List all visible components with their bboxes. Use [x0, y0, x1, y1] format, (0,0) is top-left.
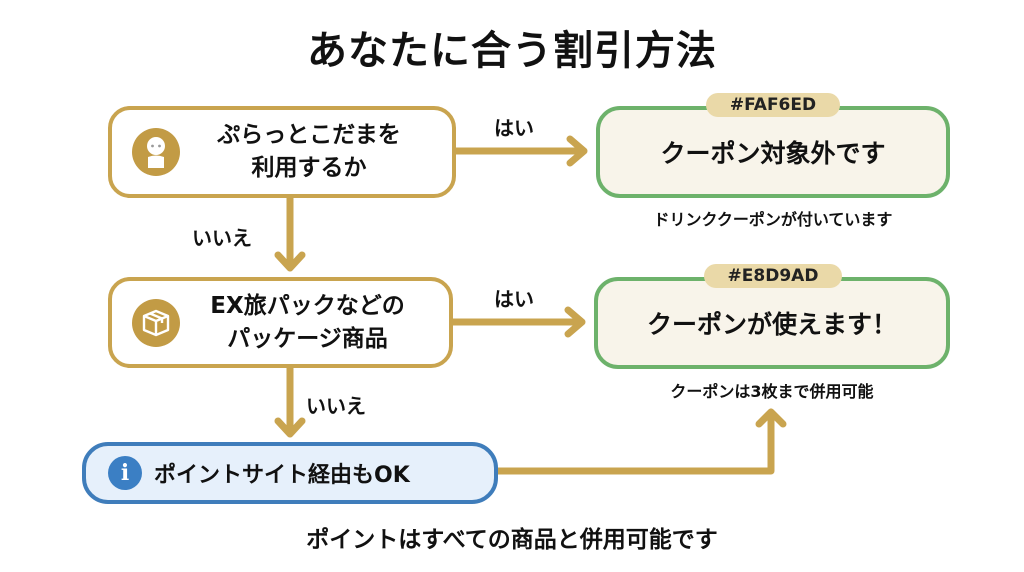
question-node-kodama: ぷらっとこだまを 利用するか [108, 106, 456, 198]
color-badge: #E8D9AD [704, 264, 842, 288]
info-icon: i [108, 456, 142, 490]
edge-label-q1-yes: はい [494, 116, 534, 140]
result-note: ドリンククーポンが付いています [653, 210, 893, 229]
result-node-not-eligible: クーポン対象外です [596, 106, 950, 198]
arrow-info-to-r2 [493, 408, 787, 475]
question-node-package: EX旅パックなどの パッケージ商品 [108, 277, 453, 368]
edge-label-q2-yes: はい [494, 287, 534, 311]
arrow-q2-no [274, 363, 306, 438]
result-node-coupon-available: クーポンが使えます！ [594, 277, 950, 369]
info-text: ポイントサイト経由もOK [154, 463, 410, 488]
arrow-q1-no [274, 193, 306, 272]
question-line-2: 利用するか [251, 155, 367, 181]
question-line-2: パッケージ商品 [227, 325, 388, 352]
question-line-1: ぷらっとこだまを [217, 122, 401, 148]
color-badge: #FAF6ED [706, 93, 840, 117]
result-text: クーポン対象外です [660, 139, 886, 168]
edge-label-q2-no: いいえ [306, 394, 366, 418]
result-note: クーポンは3枚まで併用可能 [670, 382, 874, 401]
edge-label-q1-no: いいえ [192, 226, 252, 250]
question-text: EX旅パックなどの パッケージ商品 [180, 290, 449, 356]
person-icon [132, 128, 180, 176]
result-text: クーポンが使えます！ [646, 310, 897, 339]
question-text: ぷらっとこだまを 利用するか [180, 119, 452, 185]
arrow-q2-yes [448, 306, 586, 338]
package-box-icon [132, 298, 180, 347]
question-line-1: EX旅パックなどの [210, 292, 405, 319]
arrow-q1-yes [451, 135, 588, 167]
info-node-point-site: i ポイントサイト経由もOK [82, 442, 498, 504]
footer-note: ポイントはすべての商品と併用可能です [306, 527, 718, 553]
page-title: あなたに合う割引方法 [307, 28, 717, 74]
